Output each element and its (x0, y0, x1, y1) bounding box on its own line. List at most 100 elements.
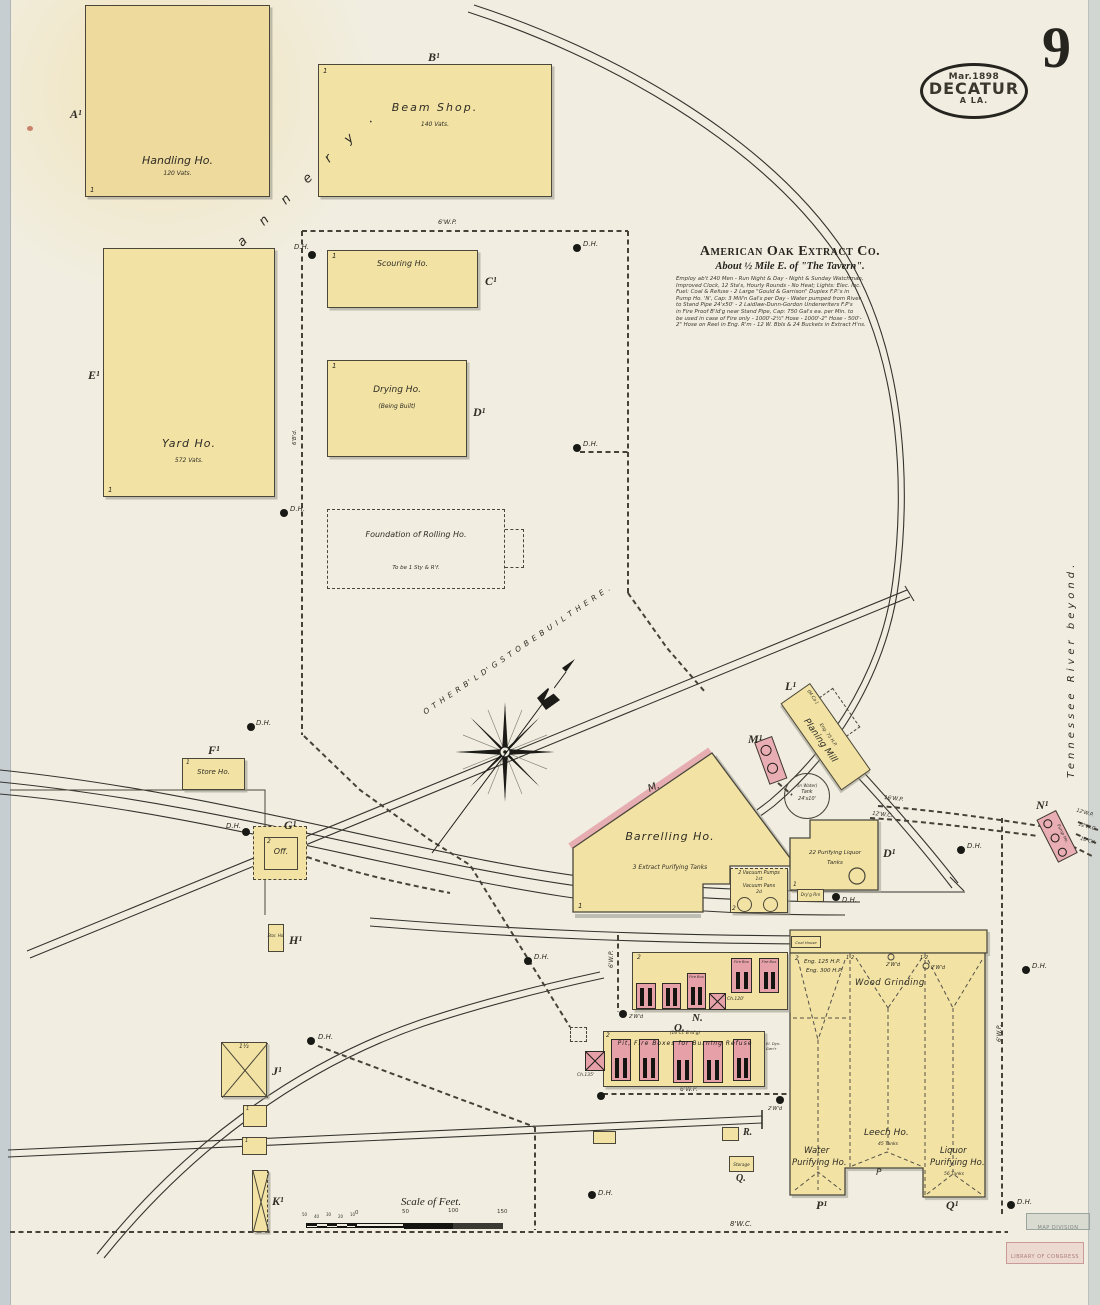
company-name: American Oak Extract Co. (699, 244, 881, 259)
date-stamp-oval: Mar.1898 DECATUR A LA. (920, 63, 1028, 119)
hydrant-label: D.H. (226, 822, 242, 830)
store-house: Store Ho. 1 (182, 758, 245, 790)
liquor-note: 56 Tanks (944, 1172, 964, 1177)
wd-label: 2'W'd (768, 1106, 783, 1112)
vent-circle (887, 953, 895, 961)
engine-125-label: Eng. 125 H.P. (804, 959, 841, 965)
complex-partitions (793, 953, 983, 1197)
handling-house-note: 120 Vats. (163, 170, 192, 177)
map-division-stamp: MAP DIVISION (1026, 1213, 1090, 1231)
fence-label: 6'W.P. (996, 1024, 1003, 1042)
small-store-label: Stor. Ho. (267, 933, 285, 938)
scale-subtick: 10 (350, 1212, 356, 1217)
store-label: Store Ho. (197, 768, 230, 776)
generator-label: El. Dyn. Gen'r (766, 1041, 781, 1051)
hydrant-dot (588, 1191, 596, 1199)
foundation-rolling-house: Foundation of Rolling Ho. To be 1 Sty & … (327, 509, 505, 589)
river-label: Tennessee River beyond. (1066, 560, 1077, 778)
vacuum-line1b: 1st (755, 877, 763, 882)
story-marker: 2 (637, 954, 641, 961)
story-marker: 1 (578, 902, 583, 910)
beam-shop: Beam Shop. 140 Vats. 1 (318, 64, 552, 197)
fire-box-room (636, 983, 656, 1009)
story-marker: 1-2 (920, 955, 929, 961)
yard-letter: E¹ (88, 368, 100, 382)
stamp-state: A LA. (959, 96, 989, 105)
story-marker: 1-2 (846, 955, 855, 961)
foundation-annex (505, 529, 524, 568)
note-line: to Stand Pipe 24'x50' - 2 Laidlaw-Dunn-G… (676, 302, 853, 309)
story-marker: 1 (332, 252, 337, 260)
scouring-letter: C¹ (485, 274, 497, 288)
water-tank-line2: Tank (801, 790, 813, 795)
fire-box-room (662, 983, 681, 1009)
scouring-label: Scouring Ho. (376, 259, 429, 268)
barrelling-house-shape (568, 747, 792, 918)
scale-zero: 0 (355, 1210, 359, 1216)
coal-house-label: Coal House (795, 940, 817, 945)
shed-2: 1 (242, 1137, 267, 1155)
fence-label: 6'W.P. (608, 950, 615, 968)
fire-box-room: Fire Box (731, 958, 752, 993)
hydrant-dot (247, 723, 255, 731)
company-subtitle: About ½ Mile E. of "The Tavern". (715, 261, 865, 272)
scale-50: 50 (402, 1209, 409, 1215)
handling-house-label: Handling Ho. (141, 154, 214, 167)
fire-box-room: Fire Box (759, 958, 779, 993)
hydrant-dot (242, 828, 250, 836)
hydrant-label: D.H. (967, 842, 983, 850)
beam-shop-label: Beam Shop. (391, 101, 479, 114)
wd-label: 2'W'd (629, 1014, 644, 1020)
engine-300-label: Eng. 300 H.P. (806, 968, 843, 974)
story-marker: 2 (732, 905, 736, 912)
refuse-room (673, 1041, 693, 1083)
small-store-house: Stor. Ho. (267, 924, 285, 952)
vacuum-line2: Vacuum Pans (742, 884, 776, 889)
hydrant-label: D.H. (842, 896, 858, 904)
hydrant-dot (957, 846, 965, 854)
yard-note: 572 Vats. (174, 457, 204, 464)
office-building: Off. 2 (264, 837, 298, 870)
vacuum-line1: 2 Vacuum Pumps (738, 871, 780, 876)
j-building: 1½ (221, 1042, 268, 1098)
refuse-room (639, 1039, 659, 1081)
scouring-house: Scouring Ho. 1 (327, 250, 478, 308)
refuse-building-o: 2 (603, 1031, 765, 1087)
pan-circle (763, 897, 778, 912)
small-dashed-enclosure (570, 1027, 587, 1042)
story-marker: 1 (793, 881, 797, 888)
office-letter: G¹ (284, 818, 297, 832)
water-purifying-label1: Water (804, 1146, 830, 1156)
fire-box-label: Fire Box (761, 960, 777, 964)
compass-rose (431, 659, 575, 854)
vent-label: 2'W'd (931, 965, 946, 971)
pan-circle (737, 897, 752, 912)
drying-letter: D¹ (473, 405, 486, 419)
hydrant-dot (1007, 1201, 1015, 1209)
store-letter: F¹ (208, 743, 220, 757)
hydrant-dot (573, 444, 581, 452)
drying-room: Dry'g Rm (797, 889, 824, 902)
hydrant-dot (307, 1037, 315, 1045)
hydrant-dot (597, 1092, 605, 1100)
map-division-text: MAP DIVISION (1037, 1225, 1079, 1231)
sheet-number: 9 (1042, 15, 1071, 80)
fence-label: 6'W.P. (680, 1086, 698, 1093)
story-marker: 1 (90, 186, 95, 194)
storage-label: Storage (733, 1162, 750, 1167)
wood-grinding-label: Wood Grinding (855, 978, 925, 988)
yard-label: Yard Ho. (162, 437, 216, 450)
scale-bar (306, 1222, 506, 1229)
fire-box-label: Fire Box (734, 960, 749, 964)
scale-title: Scale of Feet. (400, 1196, 462, 1208)
liquor-purifying-label2: Purifying Ho. (930, 1158, 985, 1168)
hydrant-label: D.H. (256, 719, 272, 727)
hydrant-dot (832, 893, 840, 901)
note-line: Improved Clock, 12 Sta's, Hourly Rounds … (676, 282, 861, 289)
scale-100: 100 (448, 1208, 459, 1214)
purifying-liquor-line2: Tanks (827, 860, 843, 866)
refuse-room (703, 1041, 723, 1083)
note-line: Employ ab't 240 Men - Run Night & Day - … (676, 276, 864, 282)
handling-house: Handling Ho. 120 Vats. 1 (85, 5, 270, 197)
hydrant-label: D.H. (583, 440, 599, 448)
